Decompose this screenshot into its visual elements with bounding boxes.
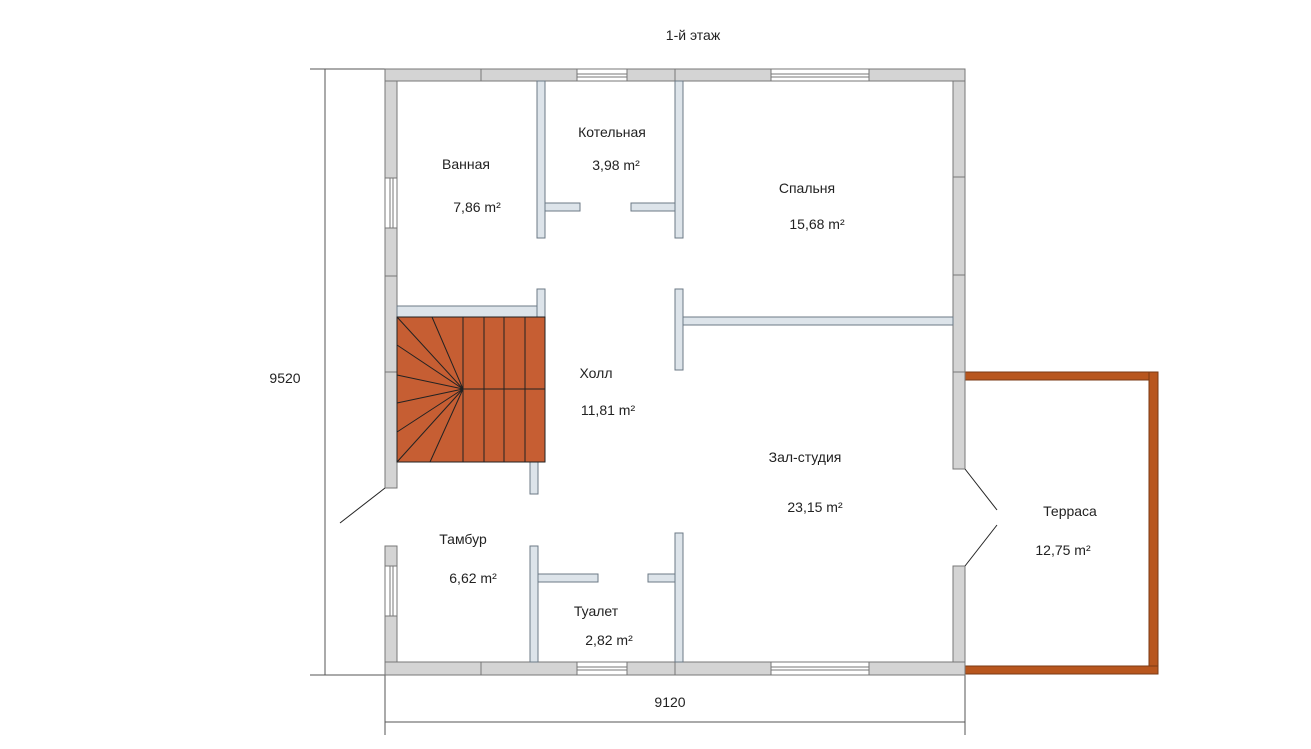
window-top-kotelnaya (576, 68, 628, 82)
window-top-spalnya (770, 68, 870, 82)
room-name-tambur: Тамбур (439, 531, 487, 547)
room-area-tambur: 6,62 m² (449, 570, 497, 586)
terrace-door-lower (964, 524, 998, 567)
room-name-terrasa: Терраса (1043, 503, 1097, 519)
room-area-spalnya: 15,68 m² (789, 216, 845, 232)
window-left-tambur (384, 565, 398, 617)
room-area-holl: 11,81 m² (581, 402, 636, 418)
entrance-door (339, 487, 386, 524)
room-area-vannaya: 7,86 m² (453, 199, 501, 215)
room-name-spalnya: Спальня (779, 180, 835, 196)
dimension-lines (310, 68, 966, 735)
doors (339, 468, 998, 567)
terrace-door-upper (964, 468, 998, 511)
room-area-kotelnaya: 3,98 m² (592, 157, 640, 173)
room-area-terrasa: 12,75 m² (1035, 542, 1091, 558)
room-name-tualet: Туалет (574, 603, 619, 619)
staircase (396, 316, 546, 463)
room-name-kotelnaya: Котельная (578, 124, 646, 140)
room-labels: Ванная 7,86 m² Котельная 3,98 m² Спальня… (439, 124, 1097, 648)
window-left-vannaya (384, 177, 398, 229)
room-area-tualet: 2,82 m² (585, 632, 633, 648)
room-area-zal-studiya: 23,15 m² (787, 499, 843, 515)
height-dimension: 9520 (269, 370, 300, 386)
plan-title: 1-й этаж (666, 27, 721, 43)
terrace-railing (964, 371, 1159, 675)
width-dimension: 9120 (654, 694, 685, 710)
interior-partitions (396, 80, 954, 663)
exterior-walls (384, 68, 966, 676)
window-bottom-zal (770, 661, 870, 676)
window-bottom-tualet (576, 661, 628, 676)
room-name-zal-studiya: Зал-студия (769, 449, 842, 465)
windows (384, 68, 870, 676)
room-name-vannaya: Ванная (442, 156, 490, 172)
room-name-holl: Холл (580, 365, 613, 381)
